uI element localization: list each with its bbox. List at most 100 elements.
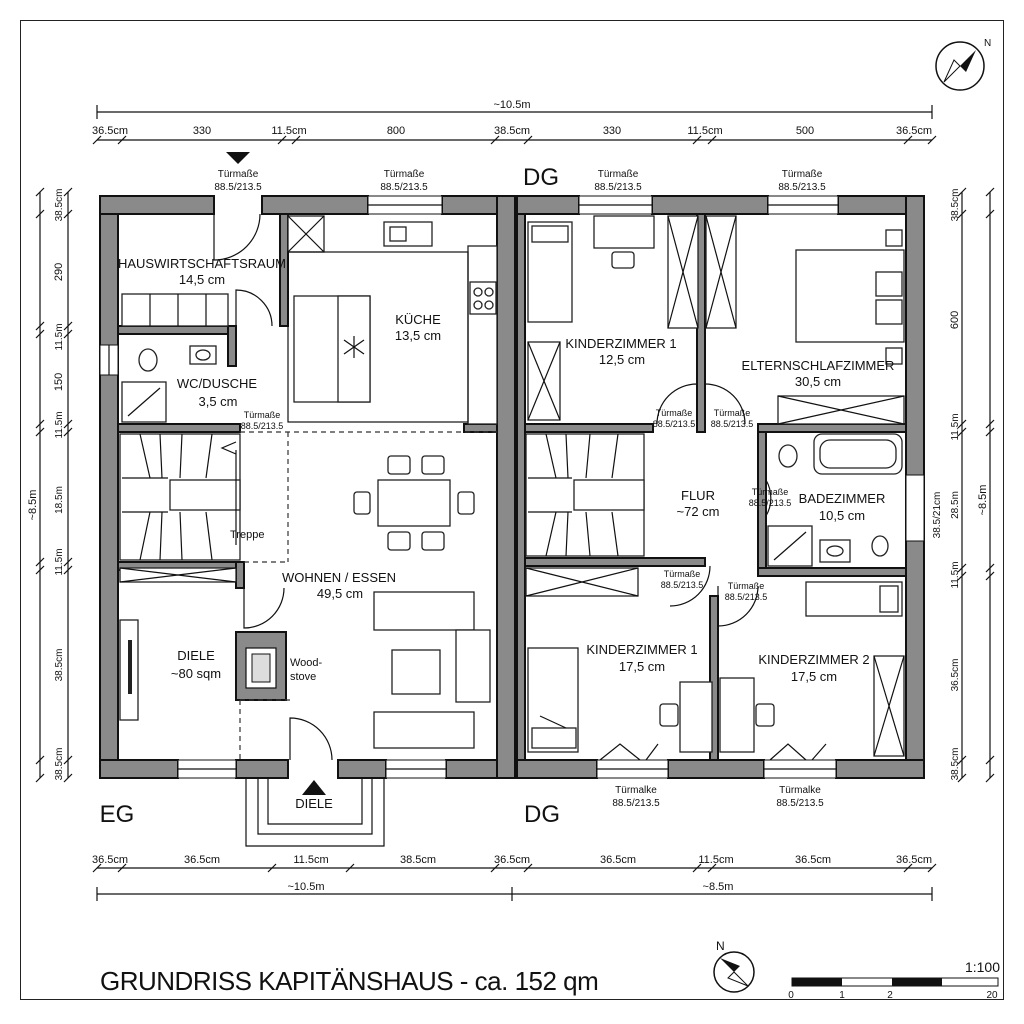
dimension-tick xyxy=(117,135,127,145)
left-dim-6: 18.5m xyxy=(54,486,65,514)
dimension-tick xyxy=(927,135,937,145)
dimension-tick xyxy=(985,563,995,573)
door-label-9: Türmaße xyxy=(664,569,701,579)
dimension-tick xyxy=(985,773,995,783)
bottom-dim-7: 11.5cm xyxy=(698,854,733,866)
door-size-5: 88.5/213.5 xyxy=(241,421,284,431)
dimension-tick xyxy=(957,187,967,197)
left-dim-4: 150 xyxy=(53,373,65,391)
bottom-dim-3: 11.5cm xyxy=(293,854,328,866)
bottom-dim-4: 38.5cm xyxy=(400,854,436,866)
room-bad-area: 10,5 cm xyxy=(819,508,865,523)
door-label-7: Türmaße xyxy=(714,408,751,418)
room-wohnen-name: WOHNEN / ESSEN xyxy=(282,570,396,585)
drawing-title: GRUNDRISS KAPITÄNSHAUS - ca. 152 qm xyxy=(100,966,599,996)
bottom-dim-2: 36.5cm xyxy=(184,854,220,866)
top-dim-2: 330 xyxy=(193,125,211,137)
entry-arrow-icon xyxy=(226,152,250,164)
right-dim-4: 38.5/21cm xyxy=(932,492,943,539)
north-arrow-bottom-icon: N xyxy=(713,939,755,993)
dimension-tick xyxy=(985,755,995,765)
right-total-dim: ~8.5m xyxy=(977,485,989,516)
dimension-tick xyxy=(345,863,355,873)
scale-tick-0: 0 xyxy=(788,990,794,1001)
room-wc-name: WC/DUSCHE xyxy=(177,376,257,391)
dimension-tick xyxy=(63,755,73,765)
dimension-tick xyxy=(35,209,45,219)
left-total-dim: ~8.5m xyxy=(27,490,39,521)
right-dimension-chain: 38.5cm 600 11.5m 38.5/21cm 28.5m 11.5m 3… xyxy=(932,187,995,783)
dimension-tick xyxy=(523,135,533,145)
door-size-10: 88.5/213.5 xyxy=(725,592,768,602)
bottom-dim-9: 36.5cm xyxy=(896,854,932,866)
right-dim-1: 38.5cm xyxy=(950,189,961,222)
top-total-dim: ~10.5m xyxy=(494,99,531,111)
right-dim-6: 11.5m xyxy=(950,561,961,588)
scale-tick-2: 2 xyxy=(887,990,893,1001)
door-label-4: Türmaße xyxy=(782,169,823,180)
left-dim-7: 11.5m xyxy=(54,548,65,575)
dimension-tick xyxy=(957,419,967,429)
dimension-tick xyxy=(985,187,995,197)
top-dim-1: 36.5cm xyxy=(92,125,128,137)
dimension-tick xyxy=(63,329,73,339)
dimension-tick xyxy=(63,773,73,783)
entrance-label: DIELE xyxy=(295,796,333,811)
dimension-tick xyxy=(957,563,967,573)
scale-bar: 1:100 0 1 2 20 xyxy=(788,959,1000,1001)
door-size-3: 88.5/213.5 xyxy=(594,182,642,193)
door-size-8: 88.5/213.5 xyxy=(749,498,792,508)
dimension-tick xyxy=(985,209,995,219)
drawing-frame xyxy=(20,20,1004,1000)
furniture-left xyxy=(119,152,498,847)
dimension-tick xyxy=(35,755,45,765)
woodstove-label-2: stove xyxy=(290,671,316,683)
bottom-dim-1: 36.5cm xyxy=(92,854,128,866)
north-label-bottom: N xyxy=(716,939,725,953)
bottom-total-left: ~10.5m xyxy=(288,881,325,893)
left-dim-1: 38.5cm xyxy=(54,189,65,222)
floor-label-top: DG xyxy=(523,164,559,191)
door-labels: Türmaße 88.5/213.5 Türmaße 88.5/213.5 Tü… xyxy=(214,169,826,809)
room-kinder2-name: KINDERZIMMER 2 xyxy=(758,652,869,667)
door-label-6: Türmaße xyxy=(656,408,693,418)
dimension-tick xyxy=(957,209,967,219)
room-kinder1-top-area: 12,5 cm xyxy=(599,352,645,367)
door-size-2: 88.5/213.5 xyxy=(380,182,428,193)
door-label-12: Türmalke xyxy=(779,785,821,796)
dimension-tick xyxy=(35,419,45,429)
dimension-tick xyxy=(92,863,102,873)
right-dim-5: 28.5m xyxy=(950,491,961,519)
dimension-tick xyxy=(957,427,967,437)
woodstove-label-1: Wood- xyxy=(290,657,323,669)
room-kueche-name: KÜCHE xyxy=(395,312,441,327)
dimension-tick xyxy=(63,427,73,437)
door-label-8: Türmaße xyxy=(752,487,789,497)
floor-label-dg: DG xyxy=(524,801,560,828)
scale-tick-3: 20 xyxy=(986,990,998,1001)
dimension-tick xyxy=(35,187,45,197)
dimension-tick xyxy=(35,427,45,437)
dimension-tick xyxy=(692,135,702,145)
left-dim-9: 38.5cm xyxy=(54,748,65,781)
north-arrow-top-icon: N xyxy=(935,38,991,91)
dimension-tick xyxy=(291,135,301,145)
room-kueche-area: 13,5 cm xyxy=(395,328,441,343)
door-size-7: 88.5/213.5 xyxy=(711,419,754,429)
right-dim-3: 11.5m xyxy=(950,413,961,440)
dimension-tick xyxy=(267,863,277,873)
door-size-12: 88.5/213.5 xyxy=(776,798,824,809)
dimension-tick xyxy=(985,571,995,581)
dimension-tick xyxy=(490,863,500,873)
door-size-11: 88.5/213.5 xyxy=(612,798,660,809)
room-diele-name: DIELE xyxy=(177,648,215,663)
top-dim-6: 330 xyxy=(603,125,621,137)
dimension-tick xyxy=(63,209,73,219)
right-dim-8: 38.5cm xyxy=(950,748,961,781)
room-diele-area: ~80 sqm xyxy=(171,666,221,681)
door-label-10: Türmaße xyxy=(728,581,765,591)
dimension-tick xyxy=(707,135,717,145)
room-bad-name: BADEZIMMER xyxy=(799,491,886,506)
dimension-tick xyxy=(35,321,45,331)
